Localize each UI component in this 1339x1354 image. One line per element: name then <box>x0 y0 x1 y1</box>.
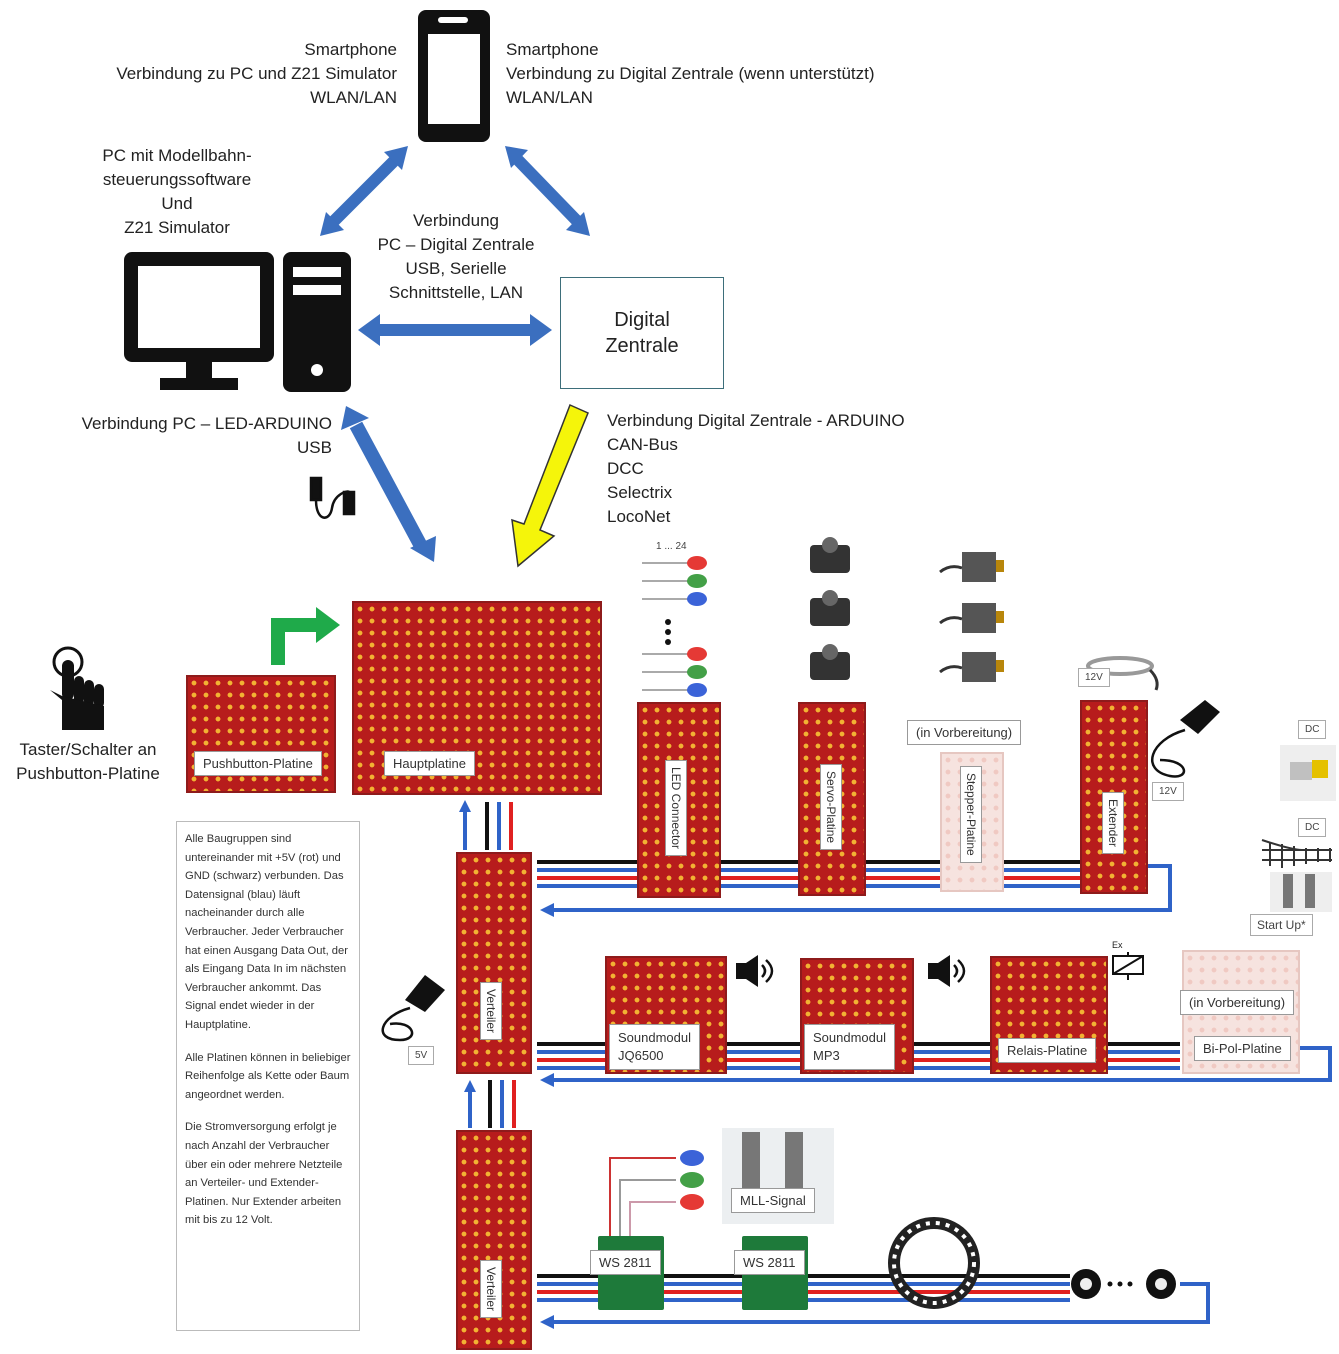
mll-signal-label: MLL-Signal <box>731 1188 815 1213</box>
speaker-icon-2 <box>928 955 966 987</box>
arrow-phone-pc <box>320 146 408 236</box>
bipol-label: Bi-Pol-Platine <box>1194 1036 1291 1061</box>
arrow-pc-dz <box>358 314 552 346</box>
info-paragraph-3: Die Stromversorgung erfolgt je nach Anza… <box>185 1121 343 1227</box>
sound-mp3-label: Soundmodul MP3 <box>804 1024 895 1070</box>
in-vorbereitung-label-1: (in Vorbereitung) <box>907 720 1022 745</box>
servo-board: Servo-Platine <box>798 702 866 896</box>
verteiler-link-wires <box>464 1080 516 1128</box>
tag-12v-b: 12V <box>1152 782 1184 801</box>
turnout-icon <box>1261 839 1332 868</box>
led-strip-coil-icon <box>1086 656 1159 691</box>
info-box: Alle Baugruppen sind untereinander mit +… <box>176 821 360 1331</box>
rgb-led-icons <box>609 1150 704 1250</box>
tag-start-up: Start Up* <box>1250 914 1313 936</box>
main-to-verteiler-wires <box>459 800 513 850</box>
verteiler-label-1: Verteiler <box>480 982 502 1041</box>
hand-pointer-icon <box>50 646 104 730</box>
led-range-label: 1 ... 24 <box>656 541 687 552</box>
digital-zentrale-box: Digital Zentrale <box>560 277 724 389</box>
relais-label: Relais-Platine <box>998 1038 1097 1063</box>
usb-cable-icon <box>309 476 356 519</box>
monitor-icon <box>124 252 274 390</box>
servo-icons <box>810 537 850 680</box>
led-connector-board: LED Connector <box>637 702 721 898</box>
tag-dc-a: DC <box>1298 720 1327 739</box>
smartphone-icon <box>418 10 490 142</box>
hauptplatine-label: Hauptplatine <box>384 751 475 776</box>
in-vorbereitung-label-2: (in Vorbereitung) <box>1180 990 1295 1015</box>
led-ring-icon <box>888 1217 980 1309</box>
relay-icon <box>1112 952 1144 980</box>
hauptplatine-board: Hauptplatine <box>352 601 602 795</box>
arrow-dz-arduino <box>511 403 589 568</box>
verteiler-board-2: Verteiler <box>456 1130 532 1350</box>
info-paragraph-1: Alle Baugruppen sind untereinander mit +… <box>185 833 348 1031</box>
single-led-icons <box>1071 1269 1176 1299</box>
ws2811-label-2: WS 2811 <box>734 1250 805 1275</box>
ws2811-label-1: WS 2811 <box>590 1250 661 1275</box>
sound-jq6500-label: Soundmodul JQ6500 <box>609 1024 700 1070</box>
tag-dc-b: DC <box>1298 818 1327 837</box>
ws2811-board-2: WS 2811 <box>734 1236 808 1310</box>
arrow-phone-dz <box>505 146 590 236</box>
dc-motor-icon <box>1280 745 1336 801</box>
info-paragraph-2: Alle Platinen können in beliebiger Reihe… <box>185 1051 351 1101</box>
arrow-pc-arduino <box>341 406 436 562</box>
relais-board: Relais-Platine <box>990 956 1108 1074</box>
speaker-icon-1 <box>736 955 774 987</box>
ws2811-board-1: WS 2811 <box>590 1236 664 1310</box>
tag-5v: 5V <box>408 1046 435 1065</box>
extender-board: Extender <box>1080 700 1148 894</box>
led-strip-icon <box>642 556 707 697</box>
stepper-board: Stepper-Platine <box>940 752 1004 892</box>
power-adapter-icon-5v <box>381 975 445 1042</box>
start-up-signal-icon <box>1270 872 1332 912</box>
sound-jq6500-board: Soundmodul JQ6500 <box>605 956 727 1074</box>
extender-label: Extender <box>1102 792 1124 855</box>
stepper-motor-icons <box>939 552 1004 682</box>
pushbutton-board-label: Pushbutton-Platine <box>194 751 322 776</box>
sound-mp3-board: Soundmodul MP3 <box>800 958 914 1074</box>
led-connector-label: LED Connector <box>665 760 687 857</box>
servo-label: Servo-Platine <box>820 764 842 851</box>
stepper-label: Stepper-Platine <box>960 766 982 863</box>
power-adapter-icon-12v <box>1151 700 1220 778</box>
verteiler-board-1: Verteiler <box>456 852 532 1074</box>
relay-ex-label: Ex <box>1112 940 1123 950</box>
verteiler-label-2: Verteiler <box>480 1260 502 1319</box>
pushbutton-board: Pushbutton-Platine <box>186 675 336 793</box>
green-arrow <box>271 607 340 665</box>
pc-tower-icon <box>283 252 351 392</box>
tag-12v-a: 12V <box>1078 668 1110 687</box>
